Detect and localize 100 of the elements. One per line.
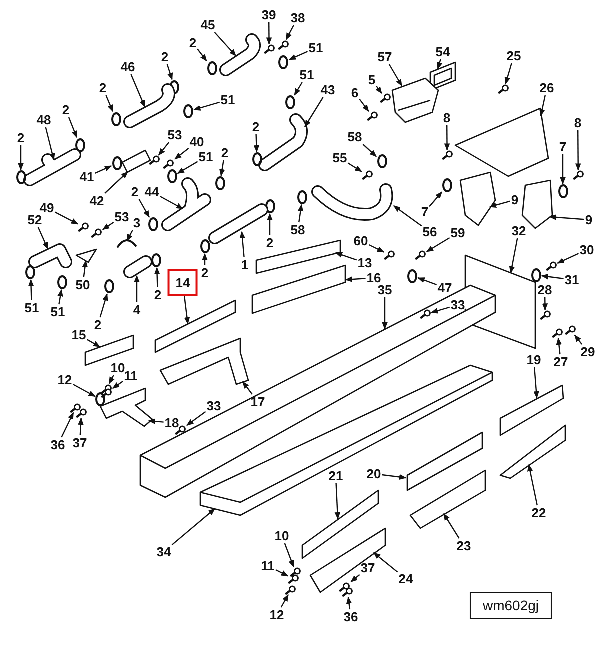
leader-arrow [126,230,134,242]
bracket [250,264,346,314]
callout-number: 32 [510,224,528,238]
o-ring [74,138,86,153]
leader-arrow [148,418,164,424]
leader-arrow [288,51,308,60]
o-ring [110,112,122,127]
leader-arrow [504,63,512,85]
callout-number: 55 [332,150,348,166]
callout-number: 2 [130,184,140,200]
leader-arrow [38,227,49,250]
callout-number: 19 [526,352,542,368]
leader-arrow [18,146,24,171]
leader-arrow [177,161,198,174]
leader-arrow [184,296,190,325]
callout-number: 4 [132,302,142,318]
callout-number: 6 [350,86,360,100]
elbow-pipe [258,113,309,172]
leader-arrow [94,166,112,174]
leader-arrow [359,98,370,112]
panel [254,238,342,274]
callout-number: 2 [251,120,261,134]
callout-number: 34 [156,544,172,560]
leader-arrow [373,552,398,573]
leader-arrow [266,22,272,45]
callout-number: 2 [61,102,71,118]
bolt [552,328,564,339]
leader-arrow [61,412,74,438]
bolt [91,228,103,239]
leader-arrow [54,212,79,225]
leader-arrow [430,306,450,314]
o-ring [558,184,568,199]
coupler [123,255,153,279]
bolt [415,250,427,261]
o-ring [442,178,454,194]
leader-arrow [242,381,253,395]
leader-arrow [345,276,366,282]
callout-number: 50 [74,278,92,292]
callout-number: 22 [530,506,548,520]
o-ring [264,199,276,214]
callout-number: 1 [240,258,250,272]
callout-number: 56 [422,224,438,240]
o-ring [95,392,106,408]
bolt [149,155,161,166]
leader-arrow [112,381,124,389]
callout-number: 54 [434,44,452,60]
leader-arrow [489,200,511,208]
callout-number: 37 [72,436,88,450]
o-ring [252,152,263,167]
leader-arrow [106,95,114,112]
leader-arrow [284,543,294,568]
flange [120,148,152,174]
callout-number: 51 [298,68,316,82]
leader-arrow [286,25,294,40]
callout-number: 58 [346,130,364,144]
leader-arrow [382,298,388,330]
callout-number: 25 [506,48,522,64]
leader-arrow [393,206,422,227]
callout-number: 51 [198,150,214,164]
callout-number: 52 [26,212,44,228]
callout-number: 2 [98,80,108,96]
leader-arrow [28,279,34,301]
callout-number: 31 [564,272,580,288]
callout-number: 24 [398,572,414,586]
leader-arrow [541,274,564,280]
callout-number: 51 [308,40,324,56]
leader-arrow [368,244,385,253]
callout-number: 37 [360,560,376,576]
leader-arrow [267,213,273,236]
leader-arrow [202,253,208,266]
leader-arrow [160,196,184,210]
callout-number: 11 [260,558,276,574]
clamp [116,239,138,250]
leader-arrow [130,74,146,108]
o-ring [57,275,68,290]
bolt [572,170,584,180]
callout-number: 2 [188,36,198,50]
leader-arrow [542,298,548,311]
leader-arrow [388,64,403,87]
leader-arrow [197,48,208,62]
callout-number: 30 [578,242,596,258]
leader-arrow [100,294,108,318]
o-ring [284,95,296,110]
bracket [158,336,250,386]
leader-arrow [194,102,220,111]
o-ring [169,80,180,95]
bolt [420,309,432,320]
bolt [278,40,290,50]
leader-arrow [166,64,174,80]
leader-arrow [240,231,246,258]
leader-arrow [45,127,56,161]
callout-number: 47 [436,280,454,296]
bolt [342,587,354,598]
leader-arrow [304,97,324,128]
callout-number: 2 [153,288,163,302]
o-ring [278,54,290,70]
leader-arrow [418,278,437,286]
callout-number: 2 [93,318,103,332]
callout-number: 40 [188,134,206,150]
leader-arrow [429,192,443,208]
